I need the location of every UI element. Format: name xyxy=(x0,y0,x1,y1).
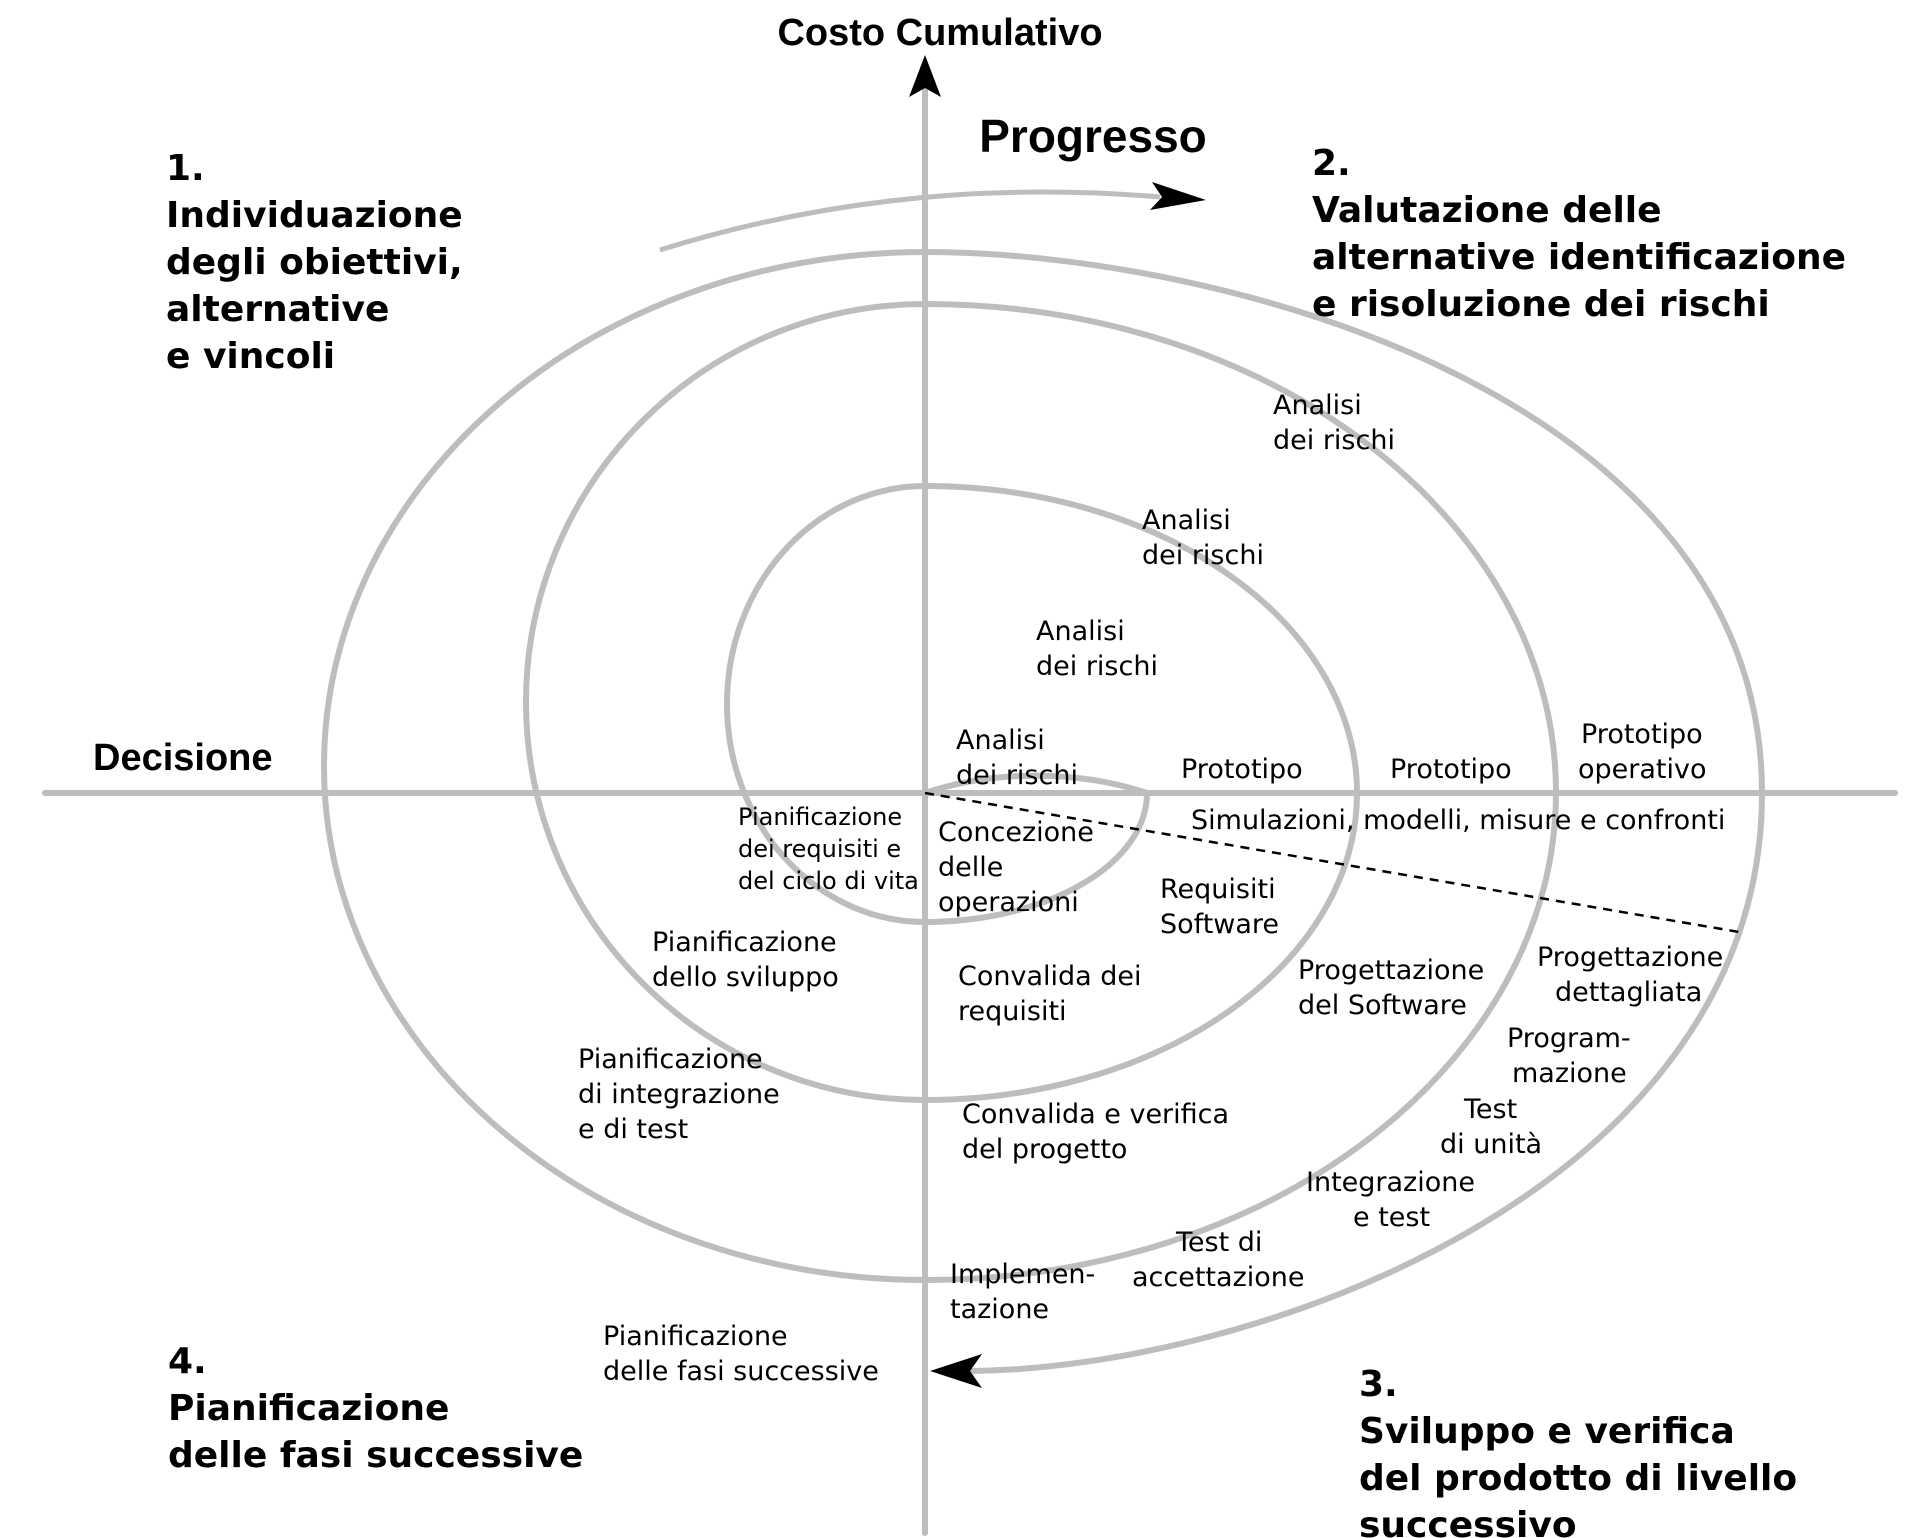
design-validation-line: Convalida e verifica xyxy=(962,1099,1229,1130)
progress-label: Progresso xyxy=(979,110,1207,162)
quadrant-3-line: successivo xyxy=(1359,1505,1577,1538)
sw-requirements-line: Requisiti xyxy=(1160,874,1276,905)
risk-analysis-line: Analisi xyxy=(1142,505,1231,536)
risk-analysis-label: Analisi dei rischi xyxy=(1142,505,1264,571)
integration-plan-line: di integrazione xyxy=(578,1079,780,1110)
risk-analysis-label: Analisi dei rischi xyxy=(1273,390,1395,456)
sw-requirements-line: Software xyxy=(1160,909,1279,940)
vertical-axis-title: Costo Cumulativo xyxy=(777,12,1102,54)
concept-line: Concezione xyxy=(938,817,1094,848)
horizontal-axis-title: Decisione xyxy=(93,737,273,779)
unit-test-label: Test di unità xyxy=(1440,1094,1542,1160)
requirements-plan-line: dei requisiti e xyxy=(738,835,901,863)
quadrant-4-line: Pianificazione xyxy=(168,1388,449,1429)
coding-line: mazione xyxy=(1512,1058,1627,1089)
spiral-end-arrowhead xyxy=(930,1354,982,1388)
risk-analysis-label: Analisi dei rischi xyxy=(1036,616,1158,682)
integration-line: Integrazione xyxy=(1306,1167,1475,1198)
development-plan-label: Pianificazione dello sviluppo xyxy=(652,927,839,993)
integration-plan-line: Pianificazione xyxy=(578,1044,763,1075)
dashed-separator xyxy=(924,791,1746,935)
concept-line: delle xyxy=(938,852,1003,883)
progress-arc xyxy=(659,189,1161,253)
risk-analysis-line: Analisi xyxy=(1273,390,1362,421)
integration-line: e test xyxy=(1353,1202,1430,1233)
requirements-plan-line: Pianificazione xyxy=(738,803,902,831)
risk-analysis-line: dei rischi xyxy=(1142,540,1264,571)
sw-design-label: Progettazione del Software xyxy=(1298,955,1484,1021)
simulations-label: Simulazioni, modelli, misure e confronti xyxy=(1191,805,1725,836)
spiral-path xyxy=(320,248,1766,1374)
risk-analysis-line: Analisi xyxy=(1036,616,1125,647)
quadrant-1-line: degli obiettivi, xyxy=(166,242,463,283)
unit-test-line: di unità xyxy=(1440,1129,1542,1160)
risk-analysis-label: Analisi dei rischi xyxy=(956,725,1078,791)
design-validation-line: del progetto xyxy=(962,1134,1127,1165)
prototype-line: operativo xyxy=(1578,754,1707,785)
sw-requirements-label: Requisiti Software xyxy=(1160,874,1279,940)
requirements-plan-line: del ciclo di vita xyxy=(738,867,919,895)
quadrant-2-title: 2. Valutazione delle alternative identif… xyxy=(1312,143,1846,325)
prototype-label: Prototipo operativo xyxy=(1578,719,1707,785)
prototype-line: Prototipo xyxy=(1581,719,1703,750)
quadrant-3-line: Sviluppo e verifica xyxy=(1359,1411,1735,1452)
detailed-design-line: Progettazione xyxy=(1537,942,1723,973)
quadrant-2-line: Valutazione delle xyxy=(1312,190,1662,231)
next-phases-plan-line: delle fasi successive xyxy=(603,1356,879,1387)
quadrant-4-line: delle fasi successive xyxy=(168,1435,583,1476)
prototype-label: Prototipo xyxy=(1390,754,1512,785)
next-phases-plan-line: Pianificazione xyxy=(603,1321,788,1352)
implementation-line: Implemen- xyxy=(950,1259,1095,1290)
quadrant-1-line: alternative xyxy=(166,289,389,330)
requirements-validation-label: Convalida dei requisiti xyxy=(958,961,1142,1027)
coding-line: Program- xyxy=(1507,1023,1631,1054)
quadrant-1-line: Individuazione xyxy=(166,195,463,236)
development-plan-line: Pianificazione xyxy=(652,927,837,958)
acceptance-test-label: Test di accettazione xyxy=(1132,1227,1304,1293)
quadrant-4-title: 4. Pianificazione delle fasi successive xyxy=(168,1341,583,1476)
quadrant-2-line: e risoluzione dei rischi xyxy=(1312,284,1770,325)
next-phases-plan-label: Pianificazione delle fasi successive xyxy=(603,1321,879,1387)
risk-analysis-line: dei rischi xyxy=(1036,651,1158,682)
quadrant-3-number: 3. xyxy=(1359,1364,1398,1405)
risk-analysis-line: Analisi xyxy=(956,725,1045,756)
quadrant-1-title: 1. Individuazione degli obiettivi, alter… xyxy=(166,148,463,377)
risk-analysis-line: dei rischi xyxy=(1273,425,1395,456)
sw-design-line: del Software xyxy=(1298,990,1467,1021)
quadrant-1-line: e vincoli xyxy=(166,336,335,377)
quadrant-1-number: 1. xyxy=(166,148,205,189)
sw-design-line: Progettazione xyxy=(1298,955,1484,986)
concept-line: operazioni xyxy=(938,887,1079,918)
quadrant-3-line: del prodotto di livello xyxy=(1359,1458,1797,1499)
quadrant-2-number: 2. xyxy=(1312,143,1351,184)
vertical-axis-arrowhead xyxy=(909,55,941,97)
quadrant-3-title: 3. Sviluppo e verifica del prodotto di l… xyxy=(1359,1364,1797,1538)
integration-plan-label: Pianificazione di integrazione e di test xyxy=(578,1044,780,1145)
detailed-design-label: Progettazione dettagliata xyxy=(1537,942,1723,1008)
quadrant-2-line: alternative identificazione xyxy=(1312,237,1846,278)
progress-arrowhead xyxy=(1150,182,1206,210)
acceptance-test-line: accettazione xyxy=(1132,1262,1304,1293)
quadrant-4-number: 4. xyxy=(168,1341,207,1382)
prototype-label: Prototipo xyxy=(1181,754,1303,785)
detailed-design-line: dettagliata xyxy=(1555,977,1702,1008)
unit-test-line: Test xyxy=(1463,1094,1517,1125)
integration-label: Integrazione e test xyxy=(1306,1167,1475,1233)
requirements-validation-line: Convalida dei xyxy=(958,961,1142,992)
requirements-validation-line: requisiti xyxy=(958,996,1067,1027)
development-plan-line: dello sviluppo xyxy=(652,962,839,993)
coding-label: Program- mazione xyxy=(1507,1023,1631,1089)
risk-analysis-line: dei rischi xyxy=(956,760,1078,791)
implementation-line: tazione xyxy=(950,1294,1049,1325)
integration-plan-line: e di test xyxy=(578,1114,688,1145)
design-validation-label: Convalida e verifica del progetto xyxy=(962,1099,1229,1165)
implementation-label: Implemen- tazione xyxy=(950,1259,1095,1325)
acceptance-test-line: Test di xyxy=(1175,1227,1262,1258)
concept-label: Concezione delle operazioni xyxy=(938,817,1094,918)
requirements-plan-label: Pianificazione dei requisiti e del ciclo… xyxy=(738,803,919,895)
